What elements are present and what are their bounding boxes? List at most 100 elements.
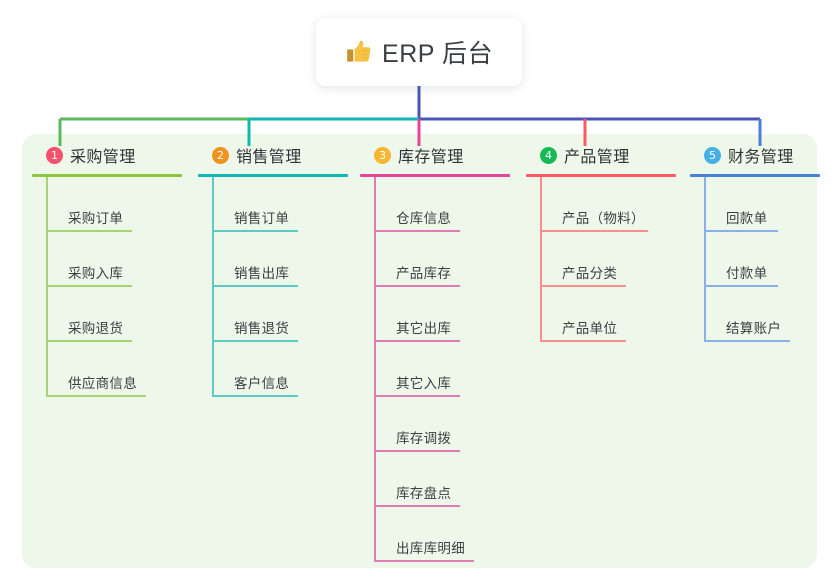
column-underline: [526, 174, 676, 177]
column-title: 库存管理: [398, 149, 464, 166]
leaf-underline: [374, 450, 460, 452]
leaf-underline: [212, 285, 298, 287]
leaf-label: 采购退货: [68, 321, 124, 336]
leaf-underline: [540, 340, 626, 342]
leaf-label: 产品库存: [396, 266, 452, 281]
column-header[interactable]: 3 库存管理: [360, 142, 510, 168]
leaf-label: 产品分类: [562, 266, 618, 281]
column-title: 财务管理: [728, 149, 794, 166]
leaf-underline: [46, 230, 132, 232]
leaf-label: 仓库信息: [396, 211, 452, 226]
leaf-underline: [374, 230, 460, 232]
leaf-label: 回款单: [726, 211, 768, 226]
leaf-label: 采购入库: [68, 266, 124, 281]
leaf-label: 出库库明细: [396, 541, 465, 556]
leaf-label: 其它出库: [396, 321, 452, 336]
column-items: 仓库信息产品库存其它出库其它入库库存调拨库存盘点出库库明细: [360, 177, 510, 562]
column-header[interactable]: 2 销售管理: [198, 142, 348, 168]
column-items: 销售订单销售出库销售退货客户信息: [198, 177, 348, 397]
leaf-node[interactable]: 库存调拨: [374, 397, 510, 452]
column-number-badge: 5: [704, 146, 721, 164]
leaf-underline: [374, 285, 460, 287]
leaf-underline: [540, 285, 626, 287]
leaf-label: 付款单: [726, 266, 768, 281]
leaf-node[interactable]: 客户信息: [212, 342, 348, 397]
leaf-node[interactable]: 采购入库: [46, 232, 182, 287]
column-财务管理: 5 财务管理回款单付款单结算账户: [690, 142, 820, 342]
leaf-node[interactable]: 产品单位: [540, 287, 676, 342]
column-items: 采购订单采购入库采购退货供应商信息: [32, 177, 182, 397]
leaf-node[interactable]: 回款单: [704, 177, 820, 232]
column-销售管理: 2 销售管理销售订单销售出库销售退货客户信息: [198, 142, 348, 397]
leaf-underline: [46, 340, 132, 342]
column-spine: [46, 177, 48, 397]
column-number-badge: 2: [212, 146, 229, 164]
leaf-node[interactable]: 销售订单: [212, 177, 348, 232]
column-title: 销售管理: [236, 149, 302, 166]
leaf-label: 客户信息: [234, 376, 290, 391]
column-underline: [32, 174, 182, 177]
leaf-node[interactable]: 采购退货: [46, 287, 182, 342]
column-库存管理: 3 库存管理仓库信息产品库存其它出库其它入库库存调拨库存盘点出库库明细: [360, 142, 510, 562]
leaf-label: 结算账户: [726, 321, 782, 336]
leaf-underline: [46, 395, 146, 397]
column-number-badge: 3: [374, 146, 391, 164]
leaf-node[interactable]: 库存盘点: [374, 452, 510, 507]
column-spine: [540, 177, 542, 342]
leaf-node[interactable]: 销售退货: [212, 287, 348, 342]
leaf-underline: [212, 230, 298, 232]
leaf-underline: [46, 285, 132, 287]
leaf-underline: [374, 340, 460, 342]
root-node-title: ERP 后台: [382, 40, 493, 68]
leaf-underline: [374, 560, 474, 562]
root-node-inner: ERP 后台: [345, 34, 493, 70]
leaf-underline: [374, 395, 460, 397]
leaf-node[interactable]: 供应商信息: [46, 342, 182, 397]
diagram-panel: [22, 134, 817, 568]
leaf-node[interactable]: 其它入库: [374, 342, 510, 397]
leaf-underline: [704, 285, 778, 287]
leaf-node[interactable]: 结算账户: [704, 287, 820, 342]
column-header[interactable]: 5 财务管理: [690, 142, 820, 168]
leaf-underline: [540, 230, 648, 232]
column-spine: [212, 177, 214, 397]
leaf-label: 库存盘点: [396, 486, 452, 501]
leaf-label: 销售退货: [234, 321, 290, 336]
column-items: 回款单付款单结算账户: [690, 177, 820, 342]
leaf-label: 产品（物料）: [562, 211, 645, 226]
leaf-label: 供应商信息: [68, 376, 137, 391]
leaf-node[interactable]: 产品分类: [540, 232, 676, 287]
column-underline: [690, 174, 820, 177]
leaf-underline: [212, 340, 298, 342]
column-spine: [704, 177, 706, 342]
column-number-badge: 4: [540, 146, 557, 164]
leaf-node[interactable]: 采购订单: [46, 177, 182, 232]
leaf-node[interactable]: 销售出库: [212, 232, 348, 287]
column-产品管理: 4 产品管理产品（物料） 产品分类产品单位: [526, 142, 676, 342]
column-title: 采购管理: [70, 149, 136, 166]
leaf-underline: [374, 505, 460, 507]
leaf-label: 销售出库: [234, 266, 290, 281]
leaf-underline: [212, 395, 298, 397]
leaf-node[interactable]: 产品（物料）: [540, 177, 676, 232]
column-underline: [198, 174, 348, 177]
column-spine: [374, 177, 376, 562]
leaf-node[interactable]: 出库库明细: [374, 507, 510, 562]
leaf-label: 采购订单: [68, 211, 124, 226]
leaf-node[interactable]: 付款单: [704, 232, 820, 287]
leaf-underline: [704, 340, 790, 342]
root-node-card[interactable]: ERP 后台: [316, 18, 522, 86]
column-header[interactable]: 4 产品管理: [526, 142, 676, 168]
leaf-label: 其它入库: [396, 376, 452, 391]
leaf-node[interactable]: 仓库信息: [374, 177, 510, 232]
leaf-node[interactable]: 产品库存: [374, 232, 510, 287]
leaf-node[interactable]: 其它出库: [374, 287, 510, 342]
column-title: 产品管理: [564, 149, 630, 166]
thumbs-up-icon: [347, 40, 371, 62]
leaf-label: 产品单位: [562, 321, 618, 336]
leaf-label: 销售订单: [234, 211, 290, 226]
leaf-label: 库存调拨: [396, 431, 452, 446]
